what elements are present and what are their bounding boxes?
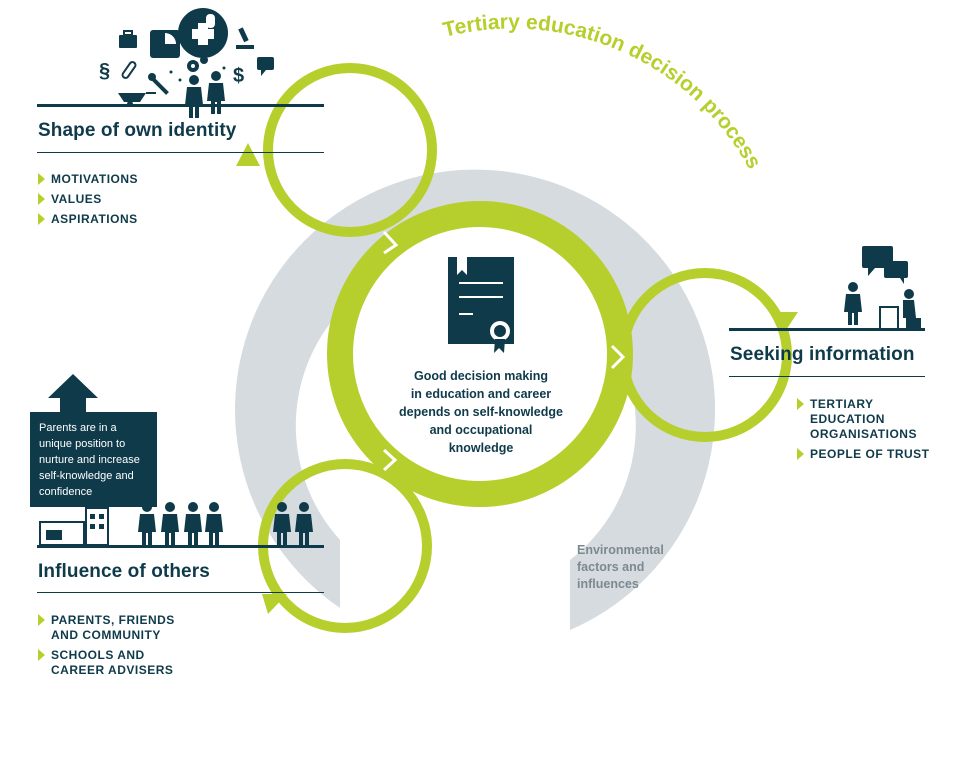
center-statement: Good decision making in education and ca… (376, 367, 586, 457)
speech-bubble-icon (257, 57, 274, 76)
identity-item: MOTIVATIONS (38, 172, 138, 187)
environment-label: Environmental factors and influences (577, 542, 664, 593)
identity-icon-cluster: § $ (99, 8, 274, 118)
identity-loop-arrowhead (236, 143, 260, 166)
seeking-item-line: EDUCATION (810, 412, 885, 426)
identity-loop (263, 63, 437, 237)
ring-notch-right (610, 344, 626, 370)
influence-item-line: PARENTS, FRIENDS (51, 613, 175, 627)
identity-list: MOTIVATIONS VALUES ASPIRATIONS (38, 172, 138, 232)
seeking-rule-bottom (729, 376, 925, 377)
influence-item-line: AND COMMUNITY (51, 628, 161, 642)
influence-item-line: CAREER ADVISERS (51, 663, 174, 677)
identity-rule-top (37, 104, 324, 107)
ring-notch-top (382, 230, 399, 255)
parent-note-line: unique position to (39, 438, 126, 450)
process-title: Tertiary education decision process (441, 10, 766, 172)
center-line: in education and career (410, 387, 552, 401)
center-line: and occupational (429, 423, 533, 437)
wrench-icon (148, 73, 169, 95)
seeking-item-line: ORGANISATIONS (810, 427, 917, 441)
center-line: knowledge (448, 441, 514, 455)
seeking-rule-top (729, 328, 925, 331)
section-sign-icon: § (99, 60, 110, 82)
pie-chart-icon (150, 30, 180, 58)
seeking-list: TERTIARY EDUCATION ORGANISATIONS PEOPLE … (797, 397, 930, 467)
dollar-icon: $ (233, 65, 244, 87)
certificate-icon (448, 257, 514, 353)
seeking-item-line: TERTIARY (810, 397, 874, 411)
laptop-user-icon (879, 289, 921, 330)
seeking-loop-arrowhead (774, 312, 798, 330)
environment-line: influences (577, 577, 639, 591)
svg-text:§: § (99, 60, 110, 82)
microscope-icon (236, 27, 254, 49)
environment-line: Environmental (577, 543, 664, 557)
influence-item-line: SCHOOLS AND (51, 648, 145, 662)
person-icon (185, 75, 203, 118)
svg-text:$: $ (233, 65, 244, 87)
ring-notch-bottom (382, 448, 398, 472)
parent-note-line: Parents are in a (39, 422, 117, 434)
seeking-item: PEOPLE OF TRUST (797, 447, 930, 462)
influence-heading: Influence of others (38, 561, 210, 582)
identity-item: ASPIRATIONS (38, 212, 138, 227)
paperclip-icon (121, 61, 137, 79)
medical-cross-icon (178, 8, 228, 58)
seeking-heading: Seeking information (730, 344, 915, 365)
influence-item: SCHOOLS AND CAREER ADVISERS (38, 648, 175, 678)
influence-list: PARENTS, FRIENDS AND COMMUNITY SCHOOLS A… (38, 613, 175, 683)
influence-loop-arrowhead (262, 594, 287, 614)
center-line: Good decision making (413, 369, 549, 383)
seeking-icon-cluster (844, 246, 921, 330)
parent-note-box: Parents are in a unique position to nurt… (30, 412, 157, 507)
up-arrow-icon (48, 374, 98, 412)
seeking-item: TERTIARY EDUCATION ORGANISATIONS (797, 397, 930, 442)
briefcase-icon (119, 30, 137, 48)
chat-bubbles-icon (862, 246, 908, 284)
computer-mouse-icon (206, 14, 215, 28)
identity-heading: Shape of own identity (38, 120, 237, 141)
influence-rule-bottom (37, 592, 324, 593)
school-building-icon (39, 507, 109, 546)
influence-item: PARENTS, FRIENDS AND COMMUNITY (38, 613, 175, 643)
center-line: depends on self-knowledge (399, 405, 563, 419)
parent-note-line: confidence (39, 486, 93, 498)
gear-icon (187, 56, 208, 72)
identity-item: VALUES (38, 192, 138, 207)
parent-note-line: self-knowledge and (39, 470, 134, 482)
seeking-item-line: PEOPLE OF TRUST (810, 447, 930, 461)
parent-note-line: nurture and increase (39, 454, 140, 466)
identity-rule-bottom (37, 152, 324, 153)
environment-line: factors and (577, 560, 645, 574)
person-icon (844, 282, 862, 325)
person-icon (207, 71, 225, 114)
influence-rule-top (37, 545, 324, 548)
